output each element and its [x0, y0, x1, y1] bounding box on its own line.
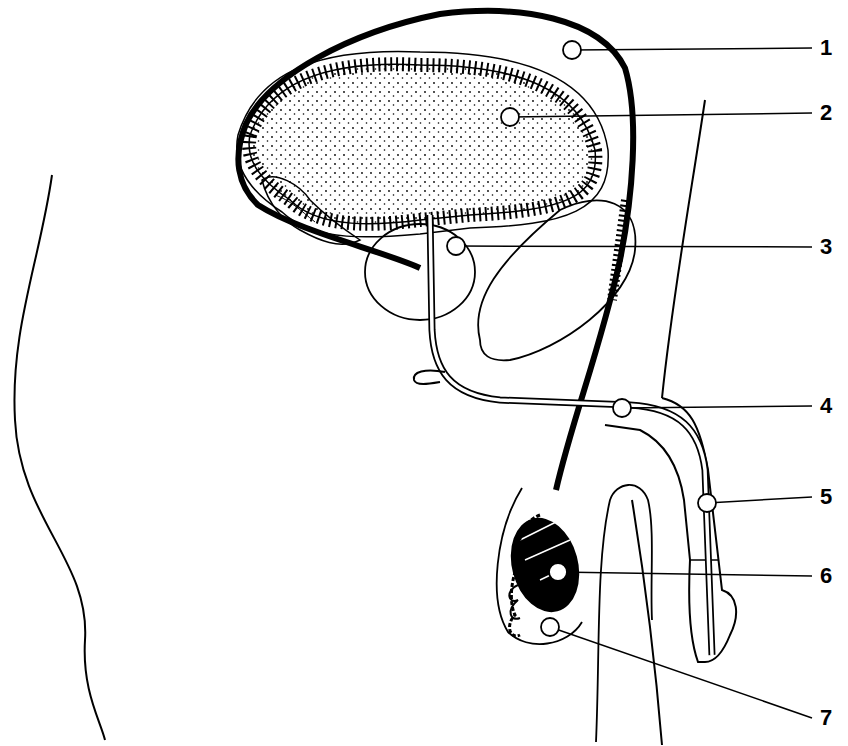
callout-number: 2	[820, 102, 832, 124]
callout-number: 4	[820, 395, 832, 417]
callout-number: 7	[820, 707, 832, 729]
callout-number: 1	[820, 37, 832, 59]
callout-number: 3	[820, 236, 832, 258]
callout-number: 5	[820, 486, 832, 508]
callout-number: 6	[820, 565, 832, 587]
